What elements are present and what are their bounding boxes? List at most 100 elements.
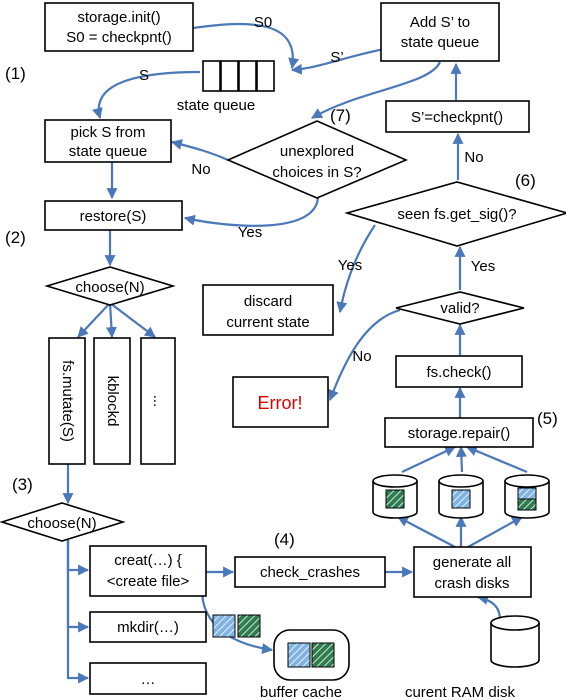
- seen-sig-label: seen fs.get_sig()?: [397, 206, 516, 223]
- ellipsis-bottom-label: …: [141, 671, 156, 688]
- node-restore: restore(S): [44, 200, 183, 231]
- mkdir-label: mkdir(…): [117, 619, 179, 636]
- edge-choose2-to-ellipsis: [66, 540, 90, 684]
- edge-unexplored-yes: [183, 195, 320, 227]
- node-generate-crash-disks: generate all crash disks: [413, 546, 532, 598]
- step-label-6: (6): [515, 171, 536, 190]
- add-to-queue-line1: Add S’ to: [410, 14, 470, 31]
- node-storage-init: storage.init() S0 = checkpnt(): [44, 2, 194, 52]
- choose-1-label: choose(N): [75, 279, 144, 296]
- node-storage-repair: storage.repair(): [384, 417, 534, 448]
- edge-label-no-3: No: [352, 348, 371, 365]
- storage-init-line2: S0 = checkpnt(): [66, 29, 171, 46]
- step-label-3: (3): [12, 475, 33, 494]
- edge-choose-to-kblockd: [105, 302, 117, 339]
- edge-label-yes-3: Yes: [471, 258, 495, 275]
- node-choose-2: choose(N): [0, 502, 126, 542]
- edge-label-yes-1: Yes: [238, 224, 262, 241]
- ram-disk-label: curent RAM disk: [405, 684, 516, 700]
- node-creat: creat(…) { <create file>: [89, 545, 207, 597]
- edge-disk3-to-repair: [465, 445, 528, 474]
- fs-check-label: fs.check(): [426, 364, 491, 381]
- discard-line2: current state: [226, 314, 309, 331]
- edge-label-no-1: No: [191, 161, 210, 178]
- edge-choose-to-mutate: [77, 302, 111, 338]
- creat-line1: creat(…) {: [114, 552, 182, 569]
- edge-gen-to-disk1: [397, 516, 456, 548]
- crash-disk-1: [372, 474, 418, 519]
- add-to-queue-line2: state queue: [401, 34, 479, 51]
- node-checkpnt: S’=checkpnt(): [385, 100, 530, 133]
- edge-add-to-queue: [290, 46, 391, 75]
- node-add-to-queue: Add S’ to state queue: [380, 2, 500, 62]
- queue-slot-2: [220, 60, 239, 92]
- node-choose-1: choose(N): [44, 266, 176, 306]
- step-label-2: (2): [5, 228, 26, 247]
- node-check-crashes: check_crashes: [234, 556, 386, 588]
- node-seen-sig: seen fs.get_sig()?: [344, 181, 566, 247]
- choose-2-label: choose(N): [27, 515, 96, 532]
- node-ellipsis-bottom: …: [89, 662, 207, 695]
- edge-add-to-unexplored: [311, 61, 442, 119]
- edge-disk2-to-repair: [455, 445, 467, 473]
- ram-disk: curent RAM disk: [405, 615, 540, 700]
- edge-choose2-to-creat: [66, 540, 90, 576]
- edge-label-s: S: [139, 67, 149, 84]
- crash-disk-3: [504, 474, 550, 519]
- checkpnt-label: S’=checkpnt(): [411, 109, 503, 126]
- column-kblockd: kblockd: [93, 337, 131, 465]
- crash-disk-2: [438, 474, 484, 519]
- check-crashes-label: check_crashes: [260, 564, 360, 581]
- pick-s-line1: pick S from: [70, 124, 145, 141]
- step-label-4: (4): [274, 530, 295, 549]
- valid-label: valid?: [440, 300, 479, 317]
- generate-line1: generate all: [433, 554, 511, 571]
- unexplored-line1: unexplored: [280, 143, 354, 160]
- node-unexplored-choices: unexplored choices in S?: [225, 120, 409, 199]
- column-ellipsis: ...: [140, 337, 176, 465]
- edge-label-s0: S0: [254, 14, 272, 31]
- node-discard: discard current state: [202, 284, 334, 336]
- step-label-7: (7): [330, 106, 351, 125]
- state-queue-label: state queue: [177, 97, 255, 114]
- edge-unexplored-no: [170, 139, 229, 162]
- generate-line2: crash disks: [434, 575, 509, 592]
- restore-label: restore(S): [80, 208, 147, 225]
- edge-disk1-to-repair: [401, 446, 456, 473]
- storage-init-line1: storage.init(): [77, 9, 160, 26]
- edge-seen-yes: [336, 224, 376, 314]
- edge-queue-to-pick: [92, 70, 201, 120]
- buffer-cache: buffer cache: [260, 629, 350, 700]
- node-pick-s: pick S from state queue: [44, 119, 172, 163]
- state-queue: state queue: [177, 60, 275, 114]
- error-label: Error!: [258, 393, 303, 413]
- buffer-cache-label: buffer cache: [260, 684, 342, 700]
- column-fs-mutate: fs.mutate(S): [48, 337, 86, 465]
- edge-ramdisk-to-generate: [476, 594, 502, 621]
- edge-label-yes-2: Yes: [338, 257, 362, 274]
- edge-label-s-prime: S’: [330, 49, 343, 66]
- floating-blocks: [212, 614, 261, 638]
- ellipsis-column-label: ...: [150, 395, 167, 408]
- unexplored-line2: choices in S?: [272, 164, 361, 181]
- node-fs-check: fs.check(): [395, 355, 523, 388]
- edge-init-to-queue: [192, 22, 300, 70]
- step-label-1: (1): [5, 64, 26, 83]
- edge-valid-no: [328, 308, 401, 402]
- queue-slot-1: [202, 60, 221, 92]
- queue-slot-4: [256, 60, 275, 92]
- pick-s-line2: state queue: [69, 143, 147, 160]
- edge-label-no-2: No: [464, 149, 483, 166]
- edge-gen-to-disk3: [467, 516, 523, 548]
- edge-choose2-to-mkdir: [66, 540, 90, 633]
- queue-slot-3: [238, 60, 257, 92]
- creat-line2: <create file>: [107, 573, 190, 590]
- step-label-5: (5): [537, 409, 558, 428]
- edge-choose-to-ellipsis: [109, 302, 156, 338]
- fs-mutate-label: fs.mutate(S): [59, 360, 76, 442]
- storage-repair-label: storage.repair(): [408, 425, 511, 442]
- kblockd-label: kblockd: [104, 376, 121, 427]
- node-error: Error!: [232, 376, 329, 428]
- node-mkdir: mkdir(…): [89, 611, 207, 643]
